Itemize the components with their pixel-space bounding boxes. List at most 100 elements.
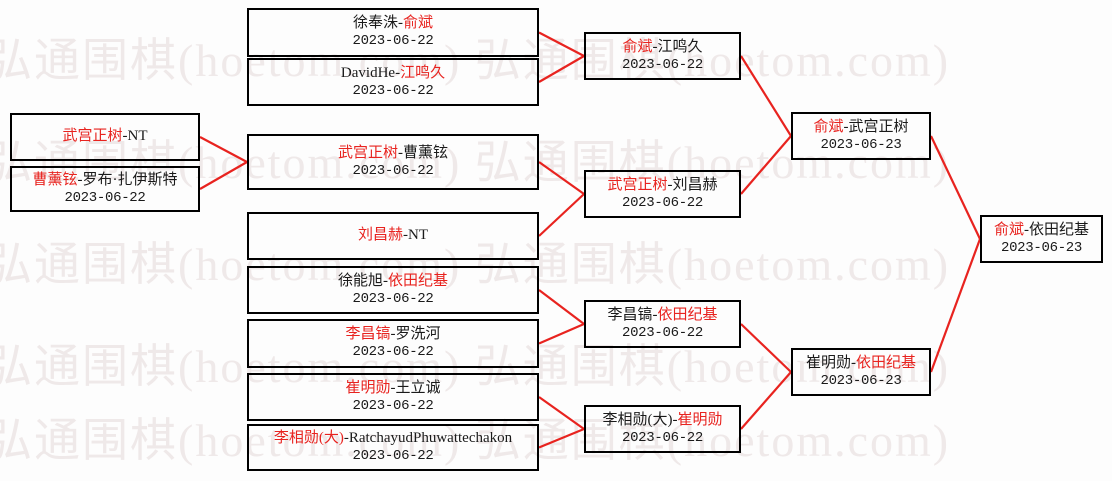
player-right: 江鸣久 (657, 38, 703, 55)
player-right: 俞斌 (403, 15, 434, 32)
player-left: 崔明勋 (805, 354, 851, 371)
player-right: 刘昌赫 (672, 176, 718, 193)
player-separator: - (390, 326, 396, 343)
player-separator: - (398, 15, 403, 32)
player-left: 李昌镐 (607, 306, 653, 323)
player-separator: - (652, 38, 658, 55)
player-separator: - (843, 118, 849, 135)
match-date: 2023-06-23 (1000, 239, 1082, 256)
match-players: 崔明勋-依田纪基 (806, 355, 916, 373)
player-separator: - (667, 176, 673, 193)
bracket-connector (538, 396, 585, 430)
player-right: 依田纪基 (657, 306, 718, 323)
match-date: 2023-06-22 (64, 189, 146, 206)
player-left: 徐奉洙 (352, 15, 398, 32)
player-right: 崔明勋 (677, 411, 723, 428)
player-left: 李昌镐 (345, 326, 391, 343)
match-players: 李昌镐-依田纪基 (607, 307, 717, 325)
player-left: 俞斌 (813, 118, 844, 135)
player-right: 罗布·扎伊斯特 (82, 171, 178, 188)
player-left: 武宫正树 (62, 128, 123, 145)
watermark-text: 弘通围棋(hoetom.com) 弘通围棋(hoetom.com) (0, 341, 951, 392)
bracket-connector (538, 55, 585, 83)
bracket-connector (740, 55, 792, 137)
player-separator: - (1024, 221, 1029, 238)
bracket-connector (199, 161, 248, 190)
player-separator: - (672, 411, 678, 428)
match-date: 2023-06-22 (621, 56, 703, 73)
match-date: 2023-06-23 (820, 372, 902, 389)
player-separator: - (851, 354, 856, 371)
bracket-connector (538, 161, 585, 195)
match-date: 2023-06-22 (621, 194, 703, 211)
player-right: 江鸣久 (400, 64, 446, 81)
watermark-text: 弘通围棋(hoetom.com) 弘通围棋(hoetom.com) (0, 35, 951, 86)
player-separator: - (77, 171, 83, 188)
match-box[interactable]: 刘昌赫-NT (247, 212, 539, 260)
player-left: 李相勋(大) (602, 411, 673, 428)
bracket-connector (538, 322, 585, 345)
watermark-text: 弘通围棋(hoetom.com) 弘通围棋(hoetom.com) (0, 239, 951, 290)
match-players: 俞斌-江鸣久 (622, 39, 702, 57)
match-date: 2023-06-22 (352, 33, 434, 50)
watermark-text: 弘通围棋(hoetom.com) 弘通围棋(hoetom.com) (0, 415, 951, 466)
match-date: 2023-06-22 (352, 162, 434, 179)
player-left: 徐能旭 (337, 272, 383, 289)
bracket-connector (740, 135, 792, 195)
match-players: 李昌镐-罗洗河 (345, 326, 440, 344)
player-left: 武宫正树 (607, 176, 668, 193)
bracket-connector (929, 238, 982, 373)
player-left: 俞斌 (622, 38, 653, 55)
match-box[interactable]: 武宫正树-NT (10, 113, 200, 161)
match-players: 徐奉洙-俞斌 (353, 15, 433, 33)
bracket-connector (740, 371, 792, 430)
player-separator: - (395, 64, 401, 81)
bracket-connector (930, 135, 981, 240)
player-right: NT (408, 227, 428, 244)
player-separator: - (122, 128, 128, 145)
match-date: 2023-06-22 (352, 344, 434, 361)
match-players: 曹薰铉-罗布·扎伊斯特 (32, 172, 177, 190)
player-left: 李相勋(大) (273, 430, 344, 447)
match-players: 俞斌-依田纪基 (994, 222, 1089, 240)
bracket-connector (538, 427, 585, 449)
bracket-connector (538, 193, 585, 237)
match-players: 徐能旭-依田纪基 (338, 273, 448, 291)
bracket-connector (199, 136, 248, 163)
player-left: 刘昌赫 (357, 227, 403, 244)
match-date: 2023-06-22 (352, 82, 434, 99)
player-separator: - (403, 227, 408, 244)
match-players: 武宫正树-曹薰铉 (338, 145, 448, 163)
player-right: 武宫正树 (848, 118, 909, 135)
match-players: 刘昌赫-NT (358, 227, 428, 245)
match-date: 2023-06-23 (820, 136, 902, 153)
player-separator: - (652, 306, 658, 323)
player-right: 曹薰铉 (403, 144, 449, 161)
match-players: 李相勋(大)-RatchayudPhuwattechakon (274, 430, 512, 448)
player-left: DavidHe (340, 64, 396, 81)
bracket-connector (538, 289, 585, 325)
player-right: 依田纪基 (1029, 221, 1090, 238)
player-right: RatchayudPhuwattechakon (348, 430, 513, 447)
match-players: DavidHe-江鸣久 (341, 65, 445, 83)
bracket-connector (740, 323, 792, 373)
player-left: 俞斌 (993, 221, 1024, 238)
